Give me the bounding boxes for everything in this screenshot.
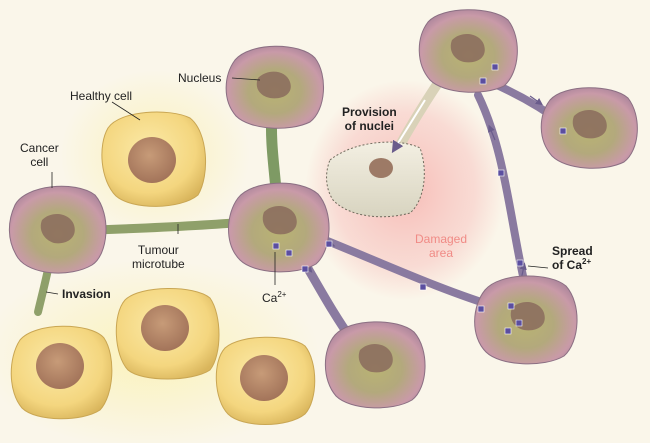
label-provision-of-nuclei: Provision of nuclei	[342, 105, 397, 133]
label-spread-prefix: of Ca	[552, 258, 582, 272]
cancer-nucleus	[450, 33, 485, 63]
cancer-cell-left	[8, 185, 107, 274]
healthy-nucleus	[141, 305, 189, 351]
label-calcium-base: Ca	[262, 291, 278, 305]
cancer-nucleus	[40, 213, 75, 244]
label-damaged-line1: Damaged	[415, 232, 468, 246]
cancer-cell-bottom	[324, 321, 426, 409]
label-invasion: Invasion	[62, 287, 111, 301]
label-tumour-microtube-line1: Tumour	[137, 243, 179, 257]
cancer-cell-center	[228, 182, 330, 273]
transferred-nucleus	[369, 158, 393, 178]
damaged-cell	[326, 99, 426, 218]
label-healthy-cell: Healthy cell	[70, 89, 133, 103]
label-damaged-area: Damaged area	[415, 232, 467, 260]
healthy-nucleus	[36, 343, 84, 389]
healthy-cell	[10, 325, 113, 420]
cancer-cell-far-right	[540, 87, 638, 169]
label-spread-line2: of Ca2+	[552, 257, 593, 272]
label-provision-line1: Provision	[342, 105, 397, 119]
label-nucleus: Nucleus	[178, 71, 222, 85]
label-tumour-microtube-line2: microtube	[132, 257, 185, 271]
cancer-cell-top-right	[418, 9, 518, 93]
label-provision-line2: of nuclei	[344, 119, 395, 133]
label-spread-charge: 2+	[582, 257, 592, 266]
cancer-nucleus	[358, 343, 393, 373]
label-spread-line1: Spread	[552, 244, 593, 258]
label-calcium: Ca2+	[262, 290, 287, 305]
cancer-cell-top	[225, 45, 325, 129]
label-cancer-cell-line1: Cancer	[20, 141, 59, 155]
cancer-nucleus	[262, 205, 297, 235]
label-tumour-microtube: Tumour microtube	[132, 243, 185, 271]
healthy-cell	[101, 111, 207, 207]
label-cancer-cell-line2: cell	[30, 155, 49, 169]
leader-lines	[45, 77, 549, 295]
healthy-cell	[215, 336, 316, 425]
label-calcium-charge: 2+	[277, 290, 287, 299]
label-damaged-line2: area	[429, 246, 454, 260]
healthy-cell	[115, 288, 220, 380]
cancer-cell-right	[474, 275, 578, 365]
healthy-nucleus	[240, 355, 288, 401]
cancer-nucleus	[256, 71, 291, 99]
label-cancer-cell: Cancer cell	[20, 141, 59, 169]
calcium-particles	[272, 63, 567, 335]
cancer-nucleus	[572, 109, 607, 139]
healthy-nucleus	[128, 137, 176, 183]
provision-arrow	[391, 99, 426, 154]
label-spread-of-calcium: Spread of Ca2+	[552, 244, 593, 272]
